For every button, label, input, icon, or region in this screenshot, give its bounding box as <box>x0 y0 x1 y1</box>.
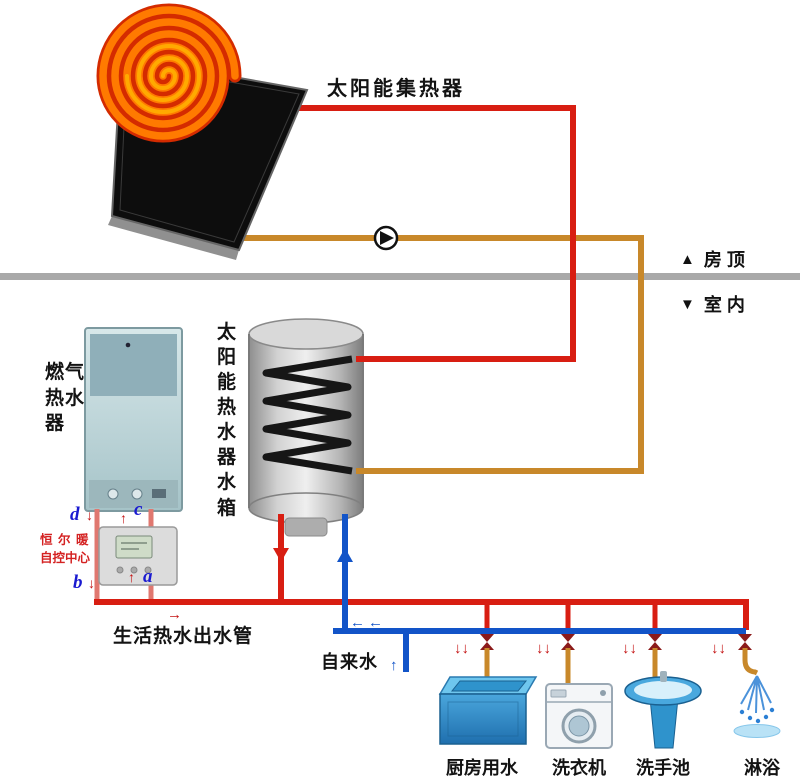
port-a-label: a <box>143 566 153 587</box>
control-button-icon <box>116 566 124 574</box>
collector-label: 太阳能集热器 <box>327 78 465 100</box>
washing-machine <box>545 683 613 749</box>
control-button-icon <box>144 566 152 574</box>
roof-triangle-icon: ▲ <box>680 250 695 268</box>
roof-divider-line <box>0 273 800 280</box>
flow-down-arrows: ↓↓ <box>622 640 637 657</box>
hot-water-pipe-label: 生活热水出水管 <box>113 626 254 647</box>
cold-water-main-pipe <box>333 514 746 672</box>
port-b-label: b <box>73 572 83 593</box>
port-a-arrow: ↑ <box>128 569 135 585</box>
control-brand-label: 恒 尔 暖 <box>40 533 90 547</box>
hot-down-arrow-icon <box>273 548 289 562</box>
port-c-arrow: ↑ <box>120 510 127 526</box>
flow-left-arrow: ← <box>368 614 383 631</box>
collector-return-pipe <box>234 235 644 474</box>
flow-left-arrow: ← <box>350 614 365 631</box>
sun-icon <box>96 3 242 143</box>
washer-knob-icon <box>600 690 606 696</box>
indoor-label: 室 内 <box>703 295 745 315</box>
heater-knob-icon <box>131 488 143 500</box>
washer-label: 洗衣机 <box>552 758 606 778</box>
tap-water-label: 自来水 <box>321 652 378 672</box>
kitchen-label: 厨房用水 <box>446 758 518 778</box>
detergent-drawer-icon <box>550 689 567 698</box>
heat-exchanger-coil <box>262 355 353 475</box>
heater-display <box>152 489 166 498</box>
control-name-label: 自控中心 <box>40 551 91 565</box>
wash-basin <box>624 671 702 749</box>
tank-label: 太阳能热水器水箱 <box>217 322 237 519</box>
hot-right-arrow: → <box>167 606 182 623</box>
flow-down-arrows: ↓↓ <box>536 640 551 657</box>
feed-pipe-shower <box>742 648 759 676</box>
gas-heater <box>84 327 183 512</box>
valve-shower-icon <box>738 634 752 650</box>
control-button-icon <box>130 566 138 574</box>
valve-kitchen-icon <box>480 634 494 650</box>
valve-washer-icon <box>561 634 575 650</box>
circulation-pump-icon <box>373 225 399 251</box>
heater-knob-icon <box>107 488 119 500</box>
control-unit <box>98 526 178 586</box>
roof-marker: ▲ 房 顶 <box>680 246 745 272</box>
collector-hot-pipe <box>293 105 576 362</box>
gas-heater-label: 燃气热水器 <box>45 362 86 435</box>
port-d-arrow: ↓ <box>86 507 93 523</box>
valve-basin-icon <box>648 634 662 650</box>
faucet-icon <box>660 671 667 682</box>
roof-label: 房 顶 <box>703 250 745 270</box>
flow-down-arrows: ↓↓ <box>454 640 469 657</box>
kitchen-sink <box>438 676 538 745</box>
inlet-up-arrow: ↑ <box>390 657 398 674</box>
tank-base <box>284 517 328 537</box>
flow-down-arrows: ↓↓ <box>711 640 726 657</box>
port-c-label: c <box>134 499 143 520</box>
cold-up-arrow-icon <box>337 548 353 562</box>
indoor-marker: ▼ 室 内 <box>680 291 745 317</box>
heater-front-panel <box>90 334 177 396</box>
pilot-window-icon <box>125 342 131 348</box>
control-display <box>115 535 153 559</box>
port-d-label: d <box>70 504 80 525</box>
shower-label: 淋浴 <box>744 758 780 778</box>
basin-label: 洗手池 <box>636 758 690 778</box>
hot-water-main-pipe <box>94 599 749 630</box>
shower-spray-icon <box>733 675 781 738</box>
port-b-arrow: ↓ <box>88 575 95 591</box>
indoor-triangle-icon: ▼ <box>680 295 695 313</box>
